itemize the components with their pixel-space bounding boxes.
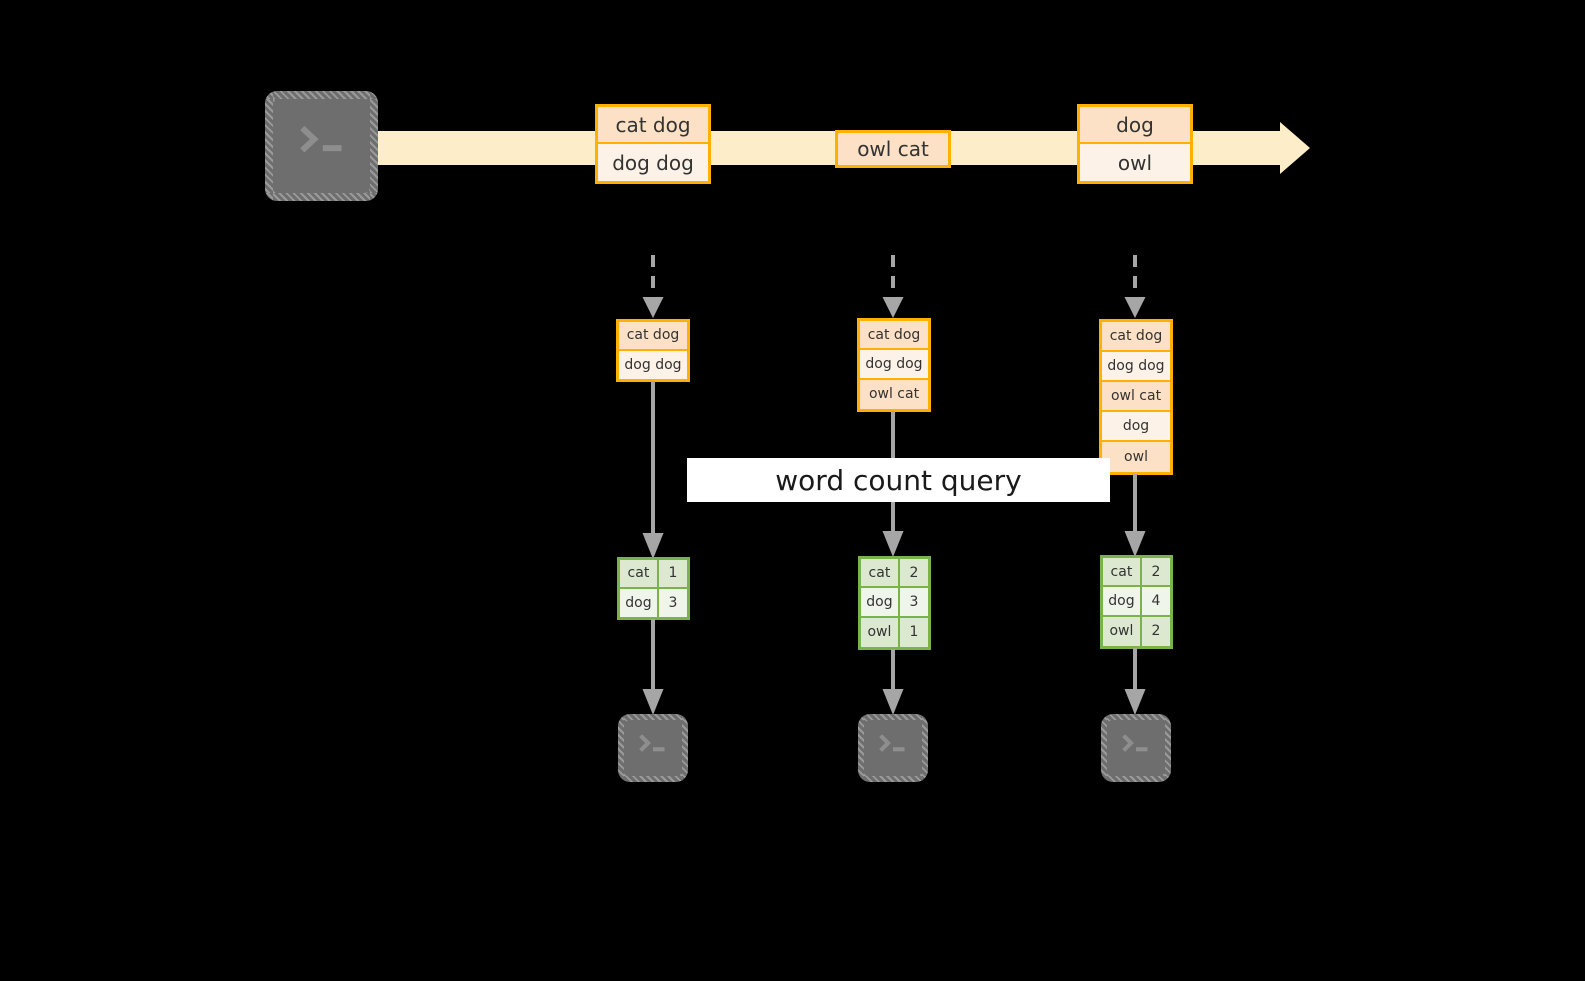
log-line: dog	[1102, 412, 1170, 442]
result-table-3[interactable]: cat 2 dog 4 owl 2	[1100, 555, 1173, 649]
result-table-2[interactable]: cat 2 dog 3 owl 1	[858, 556, 931, 650]
word-cell: owl	[1103, 616, 1142, 646]
stream-message-line: owl cat	[838, 133, 948, 165]
word-cell: dog	[861, 588, 900, 616]
stream-message-1[interactable]: cat dog dog dog	[595, 104, 711, 184]
log-line: cat dog	[619, 322, 687, 351]
log-line: dog dog	[619, 350, 687, 379]
word-cell: dog	[620, 588, 659, 617]
stream-message-line: dog	[1080, 107, 1190, 144]
word-cell: owl	[861, 617, 900, 647]
table-row: cat 2	[1103, 558, 1170, 588]
terminal-prompt-icon	[879, 734, 905, 752]
stream-to-log-connector-3	[1123, 255, 1147, 320]
table-row: dog 4	[1103, 587, 1170, 617]
word-cell: cat	[861, 559, 900, 587]
word-cell: dog	[1103, 587, 1142, 615]
stream-message-line: cat dog	[598, 107, 708, 144]
count-cell: 2	[899, 559, 928, 587]
log-snapshot-1[interactable]: cat dog dog dog	[616, 319, 690, 382]
word-cell: cat	[1103, 558, 1142, 586]
query-banner: word count query	[687, 458, 1110, 502]
log-line: owl cat	[860, 379, 928, 409]
stream-message-line: dog dog	[598, 144, 708, 181]
log-line: owl	[1102, 442, 1170, 472]
stream-to-log-connector-2	[881, 255, 905, 320]
table-row: owl 1	[861, 617, 928, 647]
producer-terminal-icon	[265, 91, 378, 201]
consumer-terminal-2	[858, 714, 928, 782]
result-to-consumer-connector-1	[641, 619, 665, 717]
log-to-result-connector-1	[641, 381, 665, 561]
log-line: dog dog	[860, 350, 928, 380]
log-line: owl cat	[1102, 382, 1170, 412]
stream-to-log-connector-1	[641, 255, 665, 320]
table-row: cat 2	[861, 559, 928, 589]
count-cell: 4	[1141, 587, 1170, 615]
terminal-prompt-icon	[1122, 734, 1148, 752]
log-to-result-connector-3	[1123, 474, 1147, 559]
log-snapshot-2[interactable]: cat dog dog dog owl cat	[857, 318, 931, 412]
stream-message-line: owl	[1080, 144, 1190, 181]
log-line: dog dog	[1102, 352, 1170, 382]
table-row: owl 2	[1103, 616, 1170, 646]
consumer-terminal-3	[1101, 714, 1171, 782]
word-cell: cat	[620, 560, 659, 587]
result-to-consumer-connector-3	[1123, 648, 1147, 717]
count-cell: 1	[899, 617, 928, 647]
terminal-prompt-icon	[639, 734, 665, 752]
table-row: cat 1	[620, 560, 687, 589]
terminal-prompt-icon	[300, 125, 342, 153]
stream-message-2[interactable]: owl cat	[835, 130, 951, 168]
log-line: cat dog	[1102, 322, 1170, 352]
stream-arrowhead	[1280, 122, 1310, 174]
log-snapshot-3[interactable]: cat dog dog dog owl cat dog owl	[1099, 319, 1173, 475]
table-row: dog 3	[861, 588, 928, 618]
count-cell: 3	[658, 588, 687, 617]
count-cell: 2	[1141, 616, 1170, 646]
table-row: dog 3	[620, 588, 687, 617]
result-table-1[interactable]: cat 1 dog 3	[617, 557, 690, 620]
stream-message-3[interactable]: dog owl	[1077, 104, 1193, 184]
count-cell: 3	[899, 588, 928, 616]
log-line: cat dog	[860, 321, 928, 351]
consumer-terminal-1	[618, 714, 688, 782]
count-cell: 1	[658, 560, 687, 587]
count-cell: 2	[1141, 558, 1170, 586]
result-to-consumer-connector-2	[881, 649, 905, 717]
terminal-body	[273, 99, 370, 193]
